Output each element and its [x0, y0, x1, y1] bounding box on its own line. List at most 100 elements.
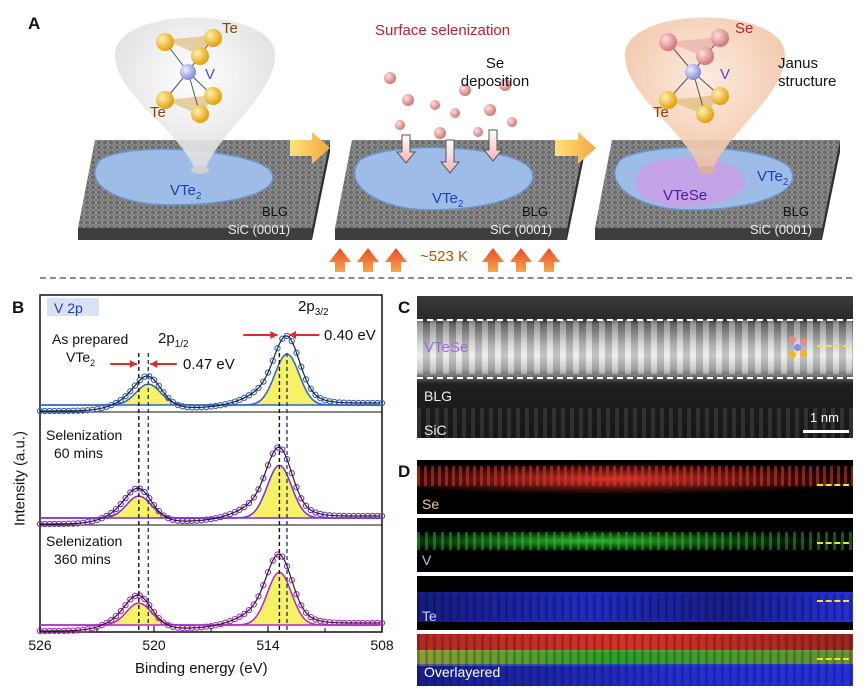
- s1-line2: VTe: [66, 349, 91, 365]
- section-divider: [40, 277, 852, 279]
- data-point: [264, 369, 272, 376]
- panel-a-illustration: [78, 17, 840, 272]
- map-te: [417, 576, 853, 630]
- right-outer-sub: 2: [782, 177, 789, 188]
- dashed-box: [417, 319, 853, 379]
- panel-c-letter: C: [398, 298, 411, 317]
- data-point: [141, 595, 148, 603]
- middle-island-label: VTe2: [432, 190, 463, 210]
- component-32: [40, 353, 381, 406]
- data-point: [155, 507, 162, 515]
- data-point: [127, 388, 134, 395]
- data-point: [169, 399, 177, 406]
- data-point: [117, 500, 124, 508]
- stem-sic-label: SiC: [424, 422, 447, 438]
- data-point: [269, 357, 276, 364]
- data-point: [150, 376, 158, 383]
- data-point: [127, 489, 134, 496]
- yellow-marker-c: [817, 345, 849, 347]
- data-point: [150, 501, 158, 509]
- data-point: [112, 505, 120, 513]
- data-point: [160, 389, 167, 396]
- data-point: [298, 495, 305, 502]
- right-sic-label: SiC (0001): [750, 222, 813, 237]
- title-text: Surface selenization: [375, 22, 511, 39]
- data-point: [245, 606, 253, 614]
- left-blg-label: BLG: [262, 204, 289, 219]
- data-point: [245, 392, 253, 399]
- data-point: [127, 596, 134, 603]
- shift-arrowhead: [289, 331, 296, 339]
- data-point: [260, 378, 267, 385]
- component-fill-12: [40, 496, 382, 518]
- envelope-fit: [40, 335, 381, 412]
- left-island-label: VTe2: [170, 182, 201, 202]
- mini-model-icon: [785, 336, 811, 358]
- janus-line-2: structure: [778, 73, 837, 90]
- data-point: [155, 382, 162, 389]
- component-fill-32: [40, 572, 382, 625]
- stem-vtese-label: VTeSe: [424, 339, 469, 356]
- panel-d-letter: D: [398, 462, 411, 481]
- map-se-label: Se: [422, 496, 440, 512]
- xps-series-1: [36, 332, 386, 415]
- data-point: [241, 610, 248, 618]
- data-point: [250, 601, 257, 608]
- s2-line1: Selenization: [46, 427, 123, 443]
- data-point: [255, 486, 262, 493]
- x-tick-label: 508: [370, 637, 394, 653]
- data-point: [103, 619, 110, 627]
- data-point: [302, 609, 310, 616]
- data-point: [117, 607, 124, 615]
- panel-b-letter: B: [12, 298, 25, 317]
- map-overlay: [417, 634, 853, 686]
- data-point: [288, 577, 295, 584]
- data-point: [298, 363, 305, 370]
- data-point: [307, 385, 314, 392]
- data-point: [108, 616, 115, 624]
- deposition-arrows: [395, 129, 504, 174]
- heat-arrows: [329, 248, 560, 272]
- data-point: [241, 503, 248, 511]
- process-arrow-1: [290, 132, 330, 164]
- data-point: [307, 506, 314, 514]
- data-point: [264, 569, 272, 576]
- envelope-fit: [40, 553, 381, 632]
- p12-main: 2p: [158, 330, 175, 347]
- middle-island-text: VTe: [432, 190, 458, 207]
- right-te-label: Te: [653, 104, 669, 121]
- stem-blg-label: BLG: [424, 388, 453, 404]
- data-point: [122, 601, 129, 609]
- s1-line1: As prepared: [52, 331, 129, 347]
- data-point: [160, 512, 167, 519]
- data-point: [146, 495, 153, 502]
- map-v-label: V: [422, 552, 432, 568]
- data-point: [264, 462, 272, 469]
- right-island-outer-label: VTe2: [757, 168, 788, 188]
- left-te-top-label: Te: [222, 20, 238, 37]
- component-fill-32: [40, 354, 382, 405]
- data-point: [293, 484, 300, 491]
- x-tick-label: 514: [256, 637, 280, 653]
- data-point: [269, 557, 276, 564]
- scale-label: 1 nm: [810, 410, 839, 425]
- panel-a-letter: A: [28, 14, 41, 33]
- right-island-inner-label: VTeSe: [663, 187, 708, 204]
- component-32: [40, 464, 381, 519]
- data-point: [288, 337, 295, 345]
- janus-line-1: Janus: [778, 55, 819, 72]
- process-arrow-2: [555, 132, 596, 164]
- data-point: [269, 450, 276, 457]
- se-particles: [384, 72, 517, 139]
- data-point: [279, 446, 286, 453]
- data-point: [250, 389, 257, 396]
- v2p-tag: V 2p: [54, 300, 83, 316]
- x-axis-label: Binding energy (eV): [135, 660, 268, 677]
- data-point: [245, 499, 253, 507]
- dep-line-1: Se: [485, 55, 505, 72]
- data-point: [146, 602, 153, 609]
- s3-line2: 360 mins: [54, 551, 111, 567]
